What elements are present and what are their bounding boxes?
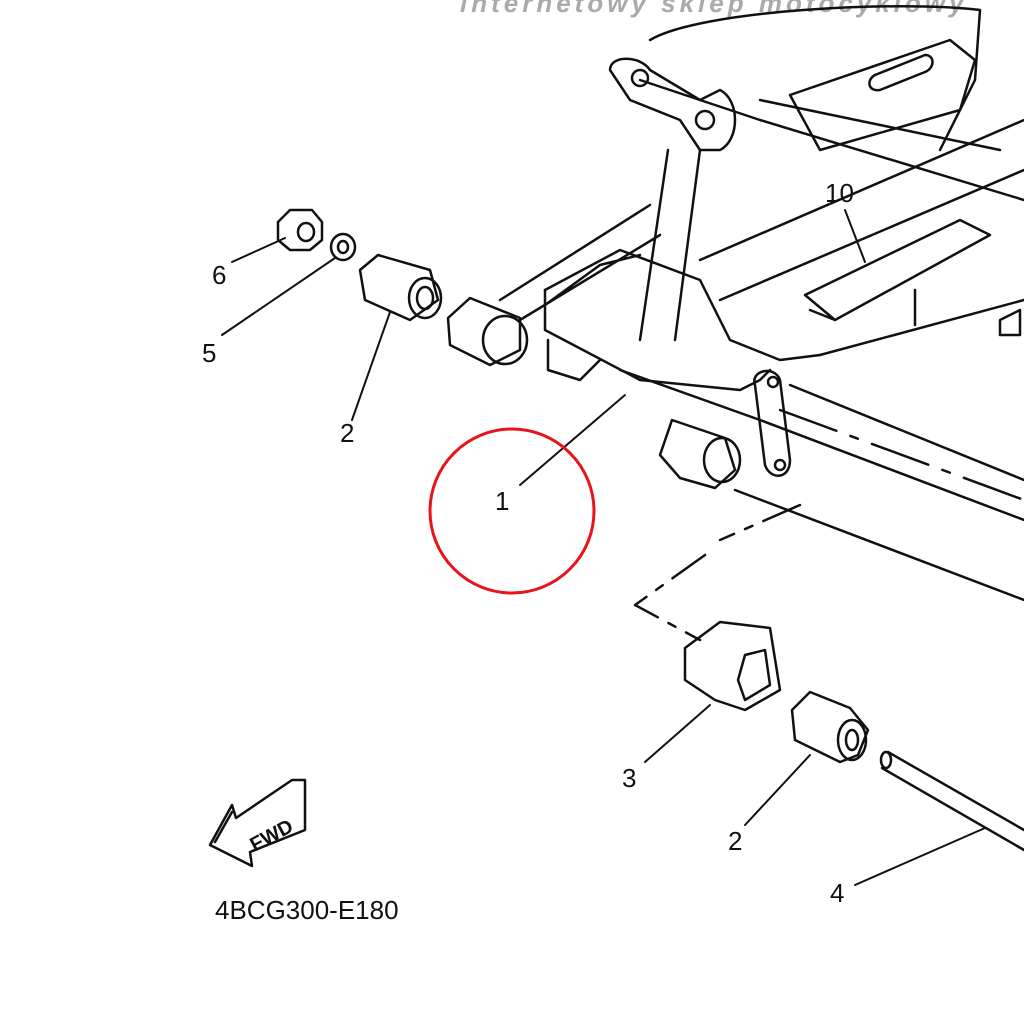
part-5-washer — [329, 232, 357, 262]
part-2-collar-upper — [358, 253, 443, 322]
callout-1: 1 — [495, 486, 510, 516]
fwd-label: FWD — [246, 815, 297, 856]
part-bushing-lower — [658, 418, 742, 490]
part-bushing-upper — [446, 296, 529, 367]
fwd-arrow-icon — [208, 778, 307, 868]
diagram-code: 4BCG300-E180 — [215, 895, 399, 925]
callout-3: 3 — [622, 763, 637, 793]
callout-6: 6 — [212, 260, 227, 290]
callout-10: 10 — [825, 178, 854, 208]
callout-5: 5 — [202, 338, 217, 368]
callout-2-upper: 2 — [340, 418, 355, 448]
part-2-collar-lower — [790, 690, 870, 764]
watermark: internetowy sklep motocyklowy — [460, 0, 968, 18]
part-3-damper — [683, 620, 782, 712]
part-4-bolt — [879, 750, 1024, 852]
part-6-nut — [276, 208, 324, 252]
callout-2-lower: 2 — [728, 826, 743, 856]
callout-4: 4 — [830, 878, 845, 908]
leader-lines — [221, 209, 986, 886]
swingarm-frame — [498, 5, 1024, 642]
highlight-circle — [428, 427, 596, 595]
